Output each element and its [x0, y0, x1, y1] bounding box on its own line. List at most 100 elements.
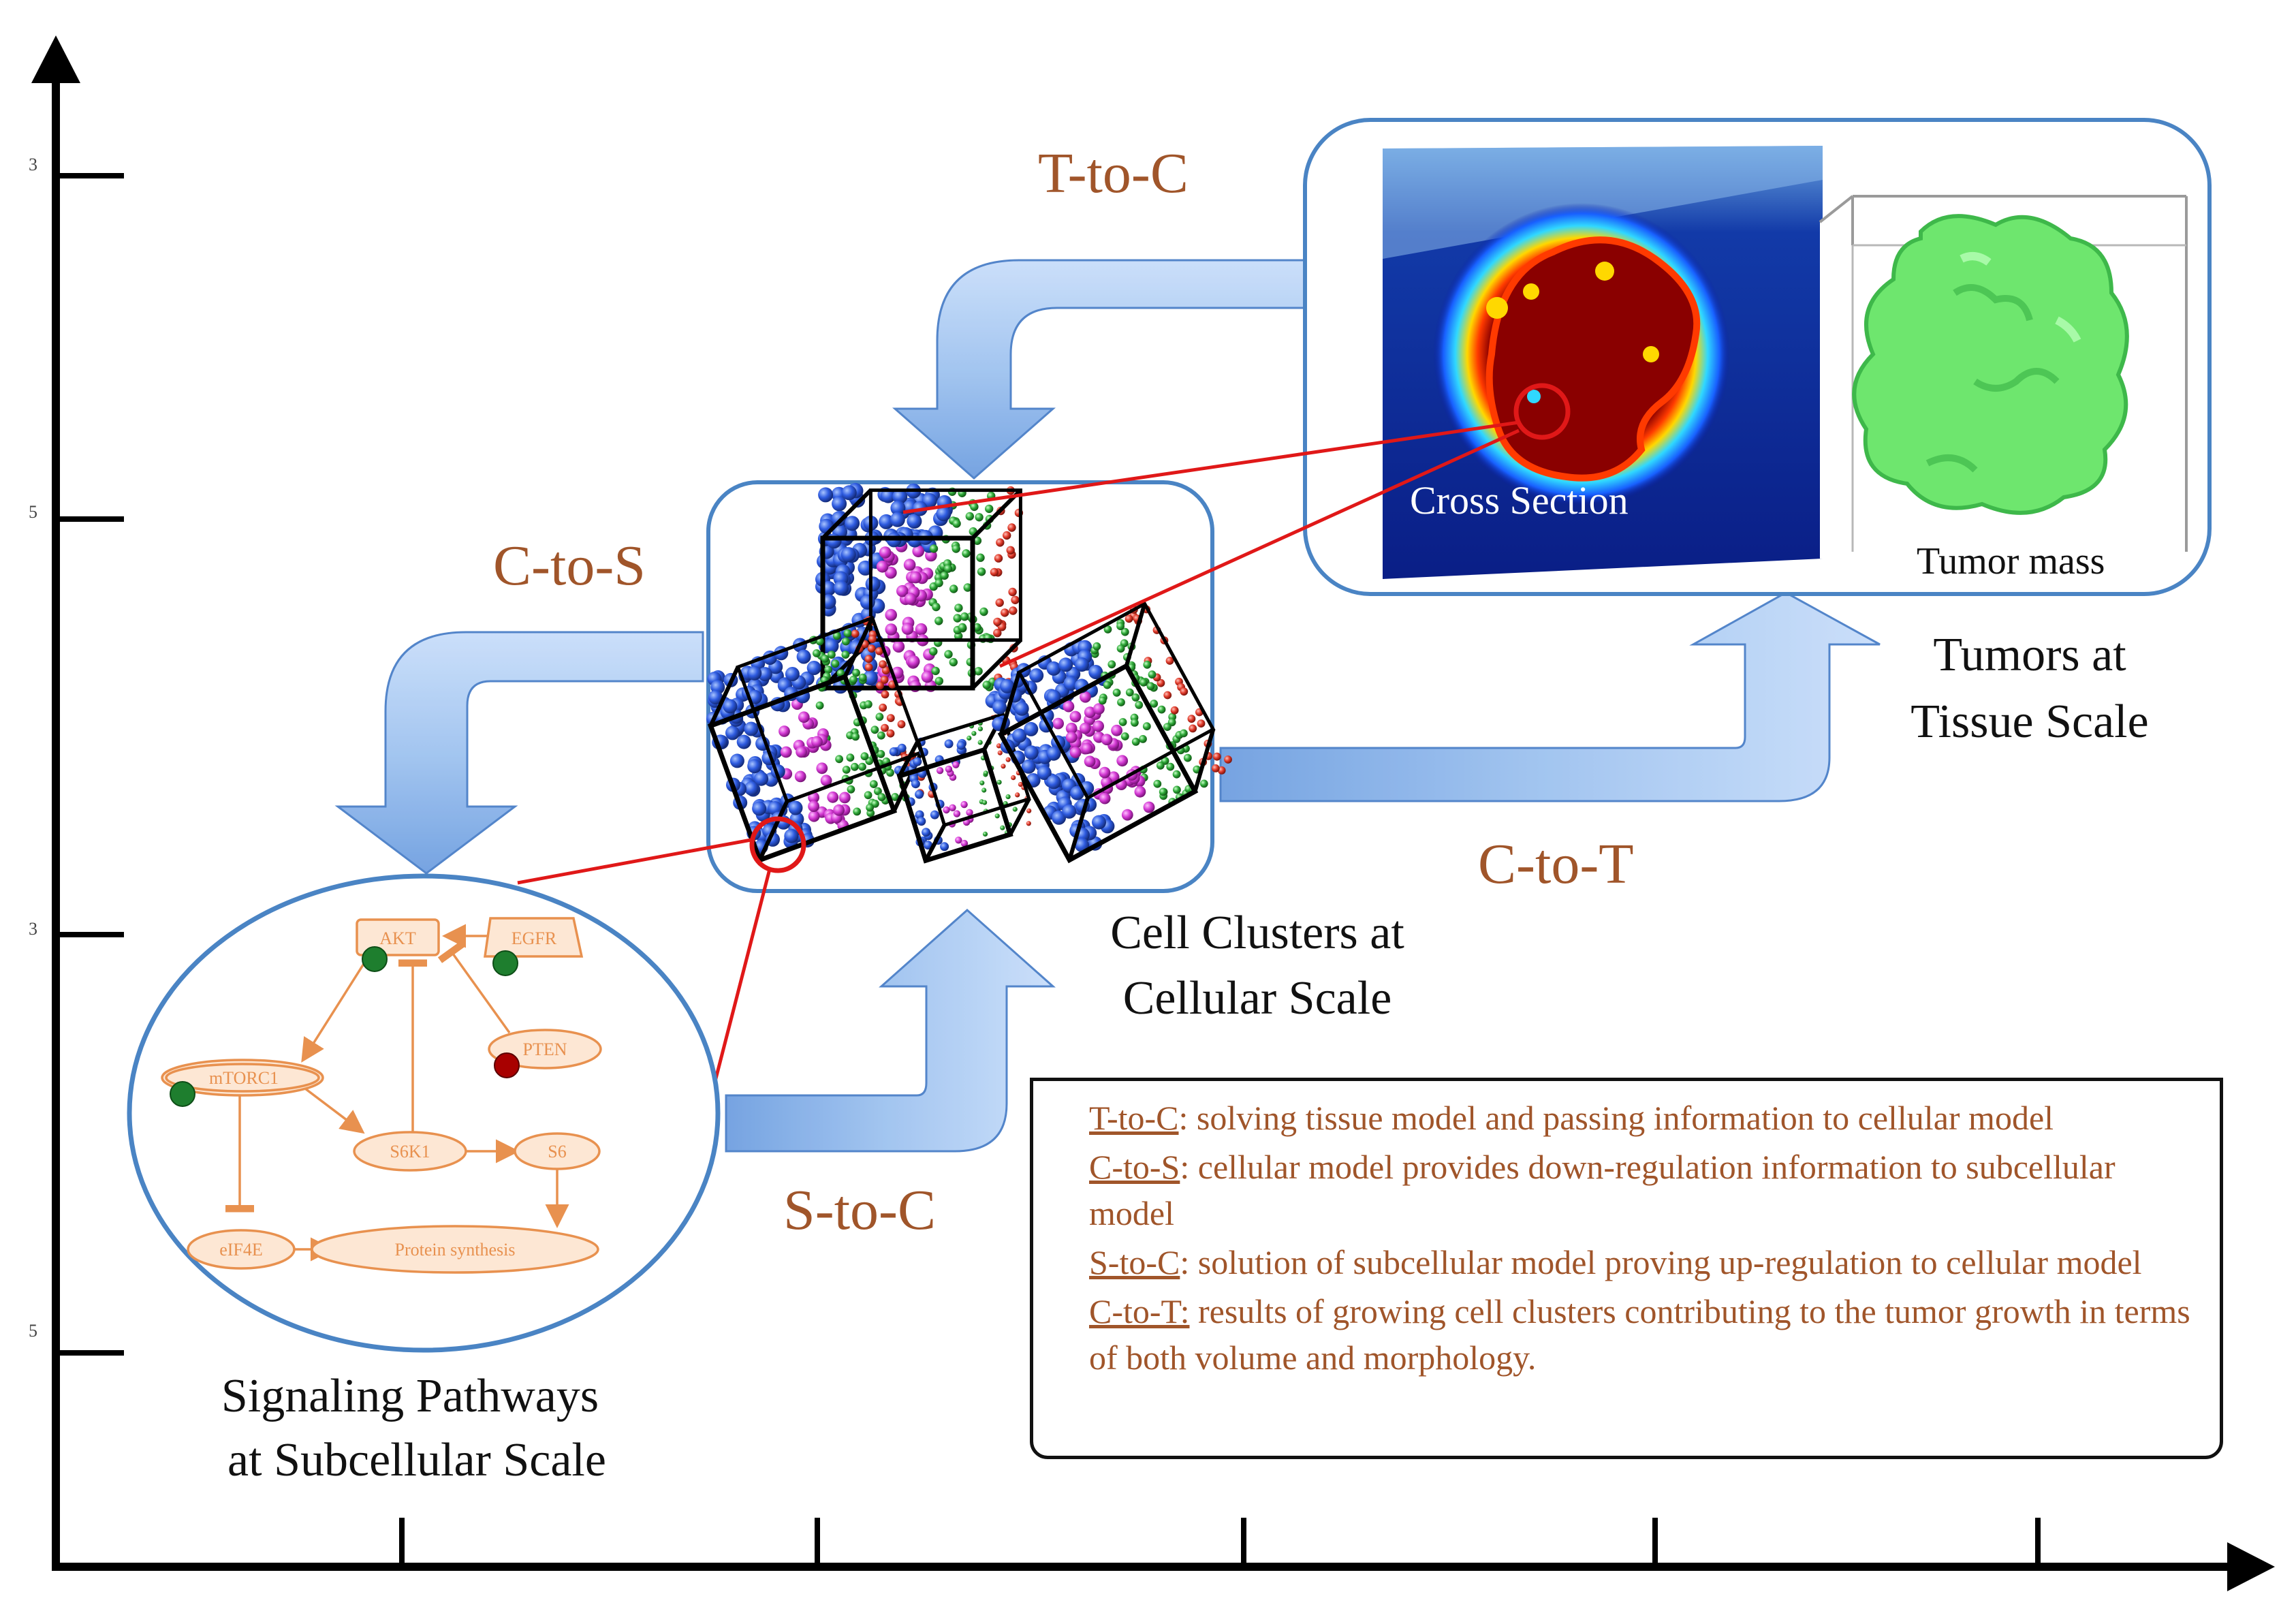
cell-sphere [904, 593, 917, 605]
node-s6 [514, 1132, 601, 1170]
cell-sphere [1005, 794, 1011, 800]
legend-key: T-to-C [1089, 1099, 1179, 1137]
cell-sphere [996, 538, 1005, 547]
cell-sphere [1120, 627, 1129, 636]
y-axis-arrowhead [31, 35, 80, 83]
cell-sphere [833, 580, 849, 596]
legend-text: : solution of subcellular model proving … [1180, 1243, 2142, 1281]
cell-sphere [958, 623, 967, 632]
cell-sphere [1197, 719, 1206, 728]
cube-edge [1016, 601, 1216, 800]
cell-sphere [851, 629, 860, 638]
cell-sphere [1187, 715, 1196, 723]
label-s6k1: S6K1 [390, 1142, 430, 1161]
cell-sphere [921, 670, 934, 683]
cube-edge [707, 673, 898, 864]
cell-sphere [990, 567, 999, 577]
node-egfr [483, 917, 584, 958]
cell-sphere [877, 731, 885, 740]
cell-sphere [794, 770, 806, 783]
cell-sphere [929, 544, 939, 553]
caption-subcellular-line2: at Subcellular Scale [227, 1434, 606, 1486]
cell-sphere [930, 810, 939, 819]
cell-sphere [936, 506, 952, 522]
cell-sphere [1163, 723, 1171, 731]
cell-sphere [940, 571, 949, 580]
cell-sphere [1116, 644, 1125, 653]
cell-sphere [960, 800, 968, 809]
label-s6: S6 [548, 1142, 566, 1161]
y-tick-label: 5 [29, 502, 37, 522]
cell-sphere [1180, 687, 1189, 696]
tumor-mass-render [1819, 195, 2188, 559]
node-s6k1 [353, 1131, 467, 1172]
cell-sphere [747, 759, 762, 774]
cell-sphere [996, 743, 1002, 749]
cell-sphere [979, 607, 988, 616]
zoom-lines [517, 420, 1520, 1108]
cube-edge [1067, 797, 1090, 861]
cell-sphere [1069, 747, 1082, 758]
cell-sphere [779, 725, 790, 737]
cell-sphere [879, 660, 887, 668]
cell-sphere [963, 583, 972, 592]
cell-sphere [890, 500, 906, 516]
cell-sphere [1037, 766, 1052, 780]
cell-sphere [976, 553, 985, 562]
cell-sphere [1012, 807, 1018, 812]
cell-sphere [864, 700, 872, 708]
node-mtorc1 [161, 1059, 324, 1097]
cell-sphere [815, 701, 824, 710]
cell-sphere [1157, 705, 1166, 714]
cell-sphere [1024, 721, 1039, 736]
cell-sphere [843, 629, 852, 638]
y-tick-label: 5 [29, 1321, 37, 1341]
cell-sphere [1211, 764, 1220, 772]
cell-sphere [952, 519, 961, 528]
cell-sphere [1098, 696, 1107, 705]
legend-text: : solving tissue model and passing infor… [1178, 1099, 2054, 1137]
cell-sphere [890, 512, 905, 527]
inhibitor-dot-pten [494, 1052, 520, 1078]
cell-sphere [1026, 808, 1032, 813]
x-axis-arrowhead [2227, 1542, 2275, 1591]
cell-sphere [965, 512, 975, 521]
y-tick-label: 3 [29, 919, 37, 939]
cell-sphere [1093, 703, 1105, 715]
plane-top-shade [1383, 146, 1823, 259]
cell-sphere [1018, 781, 1023, 787]
cell-sphere [1125, 688, 1134, 697]
cell-sphere [864, 791, 872, 800]
cell-sphere [877, 793, 886, 802]
cell-sphere [943, 806, 950, 814]
cube-edge [971, 488, 1022, 540]
caption-tissue-line2: Tissue Scale [1910, 696, 2148, 748]
cell-sphere [1139, 735, 1147, 743]
cell-sphere [977, 567, 986, 576]
cell-sphere [811, 736, 823, 748]
cell-sphere [1063, 676, 1078, 691]
cell-sphere [752, 801, 767, 816]
cell-sphere [785, 667, 800, 681]
node-akt [356, 918, 440, 956]
cell-sphere [983, 770, 988, 776]
cell-sphere [979, 780, 985, 785]
cell-sphere [994, 554, 1003, 563]
cell-sphere [849, 675, 858, 684]
cell-sphere [813, 649, 821, 657]
cell-sphere [973, 536, 982, 545]
cell-sphere [896, 584, 909, 597]
cell-sphere [944, 650, 953, 659]
cell-sphere [1183, 753, 1192, 762]
cell-sphere [796, 649, 811, 664]
cell-sphere [995, 598, 1004, 607]
cell-sphere [1099, 792, 1111, 805]
cell-sphere [865, 576, 881, 592]
cell-sphere [1139, 678, 1148, 687]
cell-sphere [853, 807, 862, 816]
cell-sphere [929, 647, 938, 656]
cell-sphere [892, 640, 905, 653]
cell-sphere [1081, 743, 1093, 755]
legend-text: results of growing cell clusters contrib… [1089, 1292, 2190, 1377]
